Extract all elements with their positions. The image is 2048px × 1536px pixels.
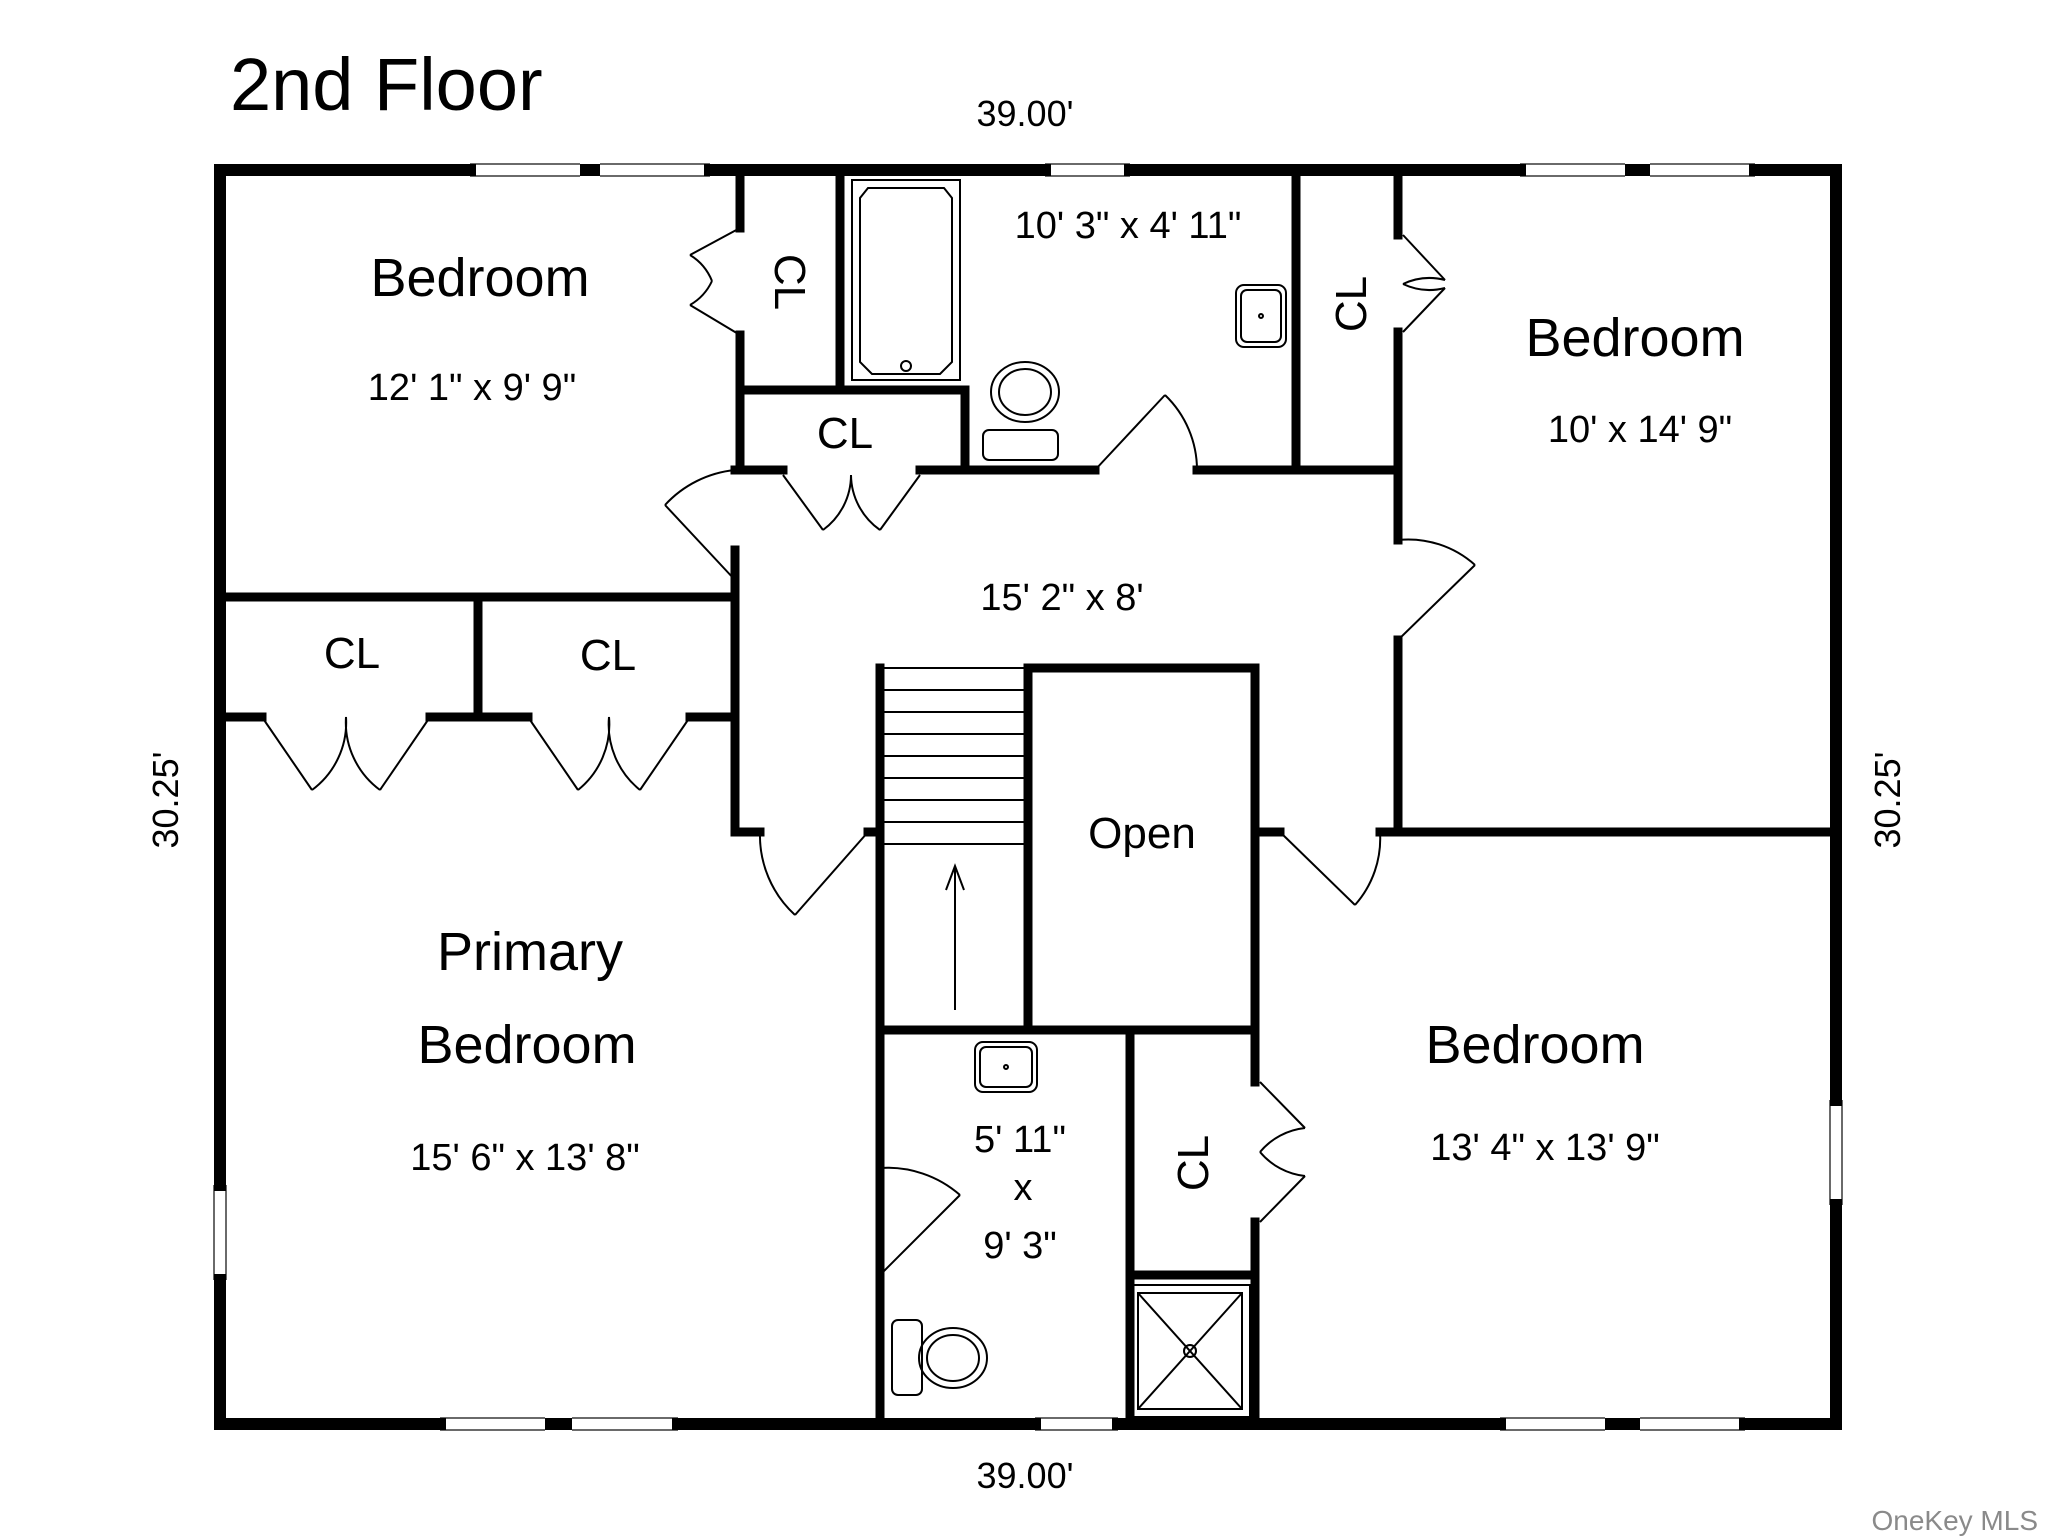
door: [1259, 1081, 1306, 1223]
room-size-bedroom-ne: 10' x 14' 9": [1548, 409, 1732, 451]
dimension-right: 30.25': [1867, 752, 1908, 849]
window: [1035, 1417, 1118, 1431]
door: [879, 1166, 961, 1276]
closet-label-2: CL: [817, 409, 873, 458]
door: [527, 716, 691, 791]
room-size-hall: 15' 2" x 8': [980, 577, 1143, 619]
door: [782, 474, 921, 531]
room-name-bedroom-ne: Bedroom: [1525, 308, 1744, 368]
room-size-bath-bottom-line3: 9' 3": [983, 1225, 1057, 1267]
room-size-bedroom-nw: 12' 1" x 9' 9": [368, 367, 576, 409]
dimension-bottom: 39.00': [977, 1455, 1074, 1496]
sink-bottom: [974, 1041, 1038, 1093]
room-size-primary: 15' 6" x 13' 8": [410, 1137, 640, 1179]
doors: [261, 227, 1476, 1276]
window: [213, 1185, 227, 1280]
window: [1045, 163, 1130, 177]
sink-top: [1235, 284, 1287, 348]
door: [664, 469, 736, 581]
door: [1279, 831, 1382, 906]
shower: [1129, 1284, 1251, 1418]
closet-label-3: CL: [1327, 276, 1376, 332]
door: [1402, 234, 1446, 333]
window: [1520, 163, 1755, 177]
dimension-left: 30.25': [145, 752, 186, 849]
floor-title: 2nd Floor: [230, 43, 543, 126]
room-name-primary-line1: Primary: [437, 922, 623, 982]
door: [758, 831, 869, 916]
room-name-primary-line2: Bedroom: [417, 1015, 636, 1075]
door: [1094, 394, 1198, 471]
closet-label-5: CL: [580, 631, 636, 680]
closet-label-4: CL: [324, 629, 380, 678]
window: [1829, 1100, 1843, 1205]
closet-label-1: CL: [765, 254, 814, 310]
door: [261, 716, 431, 791]
room-size-bath-top: 10' 3" x 4' 11": [1015, 205, 1242, 247]
dimension-top: 39.00': [977, 93, 1074, 134]
bathtub: [851, 179, 961, 381]
window: [440, 1417, 678, 1431]
closet-label-6: CL: [1169, 1135, 1218, 1191]
room-size-bath-bottom-line1: 5' 11": [974, 1119, 1066, 1161]
room-name-bedroom-se: Bedroom: [1425, 1015, 1644, 1075]
room-name-open: Open: [1088, 809, 1196, 858]
door: [1397, 538, 1476, 641]
toilet-top: [982, 361, 1060, 461]
window: [470, 163, 710, 177]
staircase: [882, 667, 1026, 1029]
windows: [213, 163, 1843, 1431]
watermark: OneKey MLS: [1871, 1505, 2038, 1536]
room-size-bedroom-se: 13' 4" x 13' 9": [1430, 1127, 1660, 1169]
exterior-walls: [214, 164, 1842, 1430]
door: [689, 227, 741, 336]
room-size-bath-bottom-line2: x: [1014, 1167, 1033, 1209]
toilet-bottom: [891, 1319, 988, 1396]
room-name-bedroom-nw: Bedroom: [370, 248, 589, 308]
window: [1500, 1417, 1745, 1431]
